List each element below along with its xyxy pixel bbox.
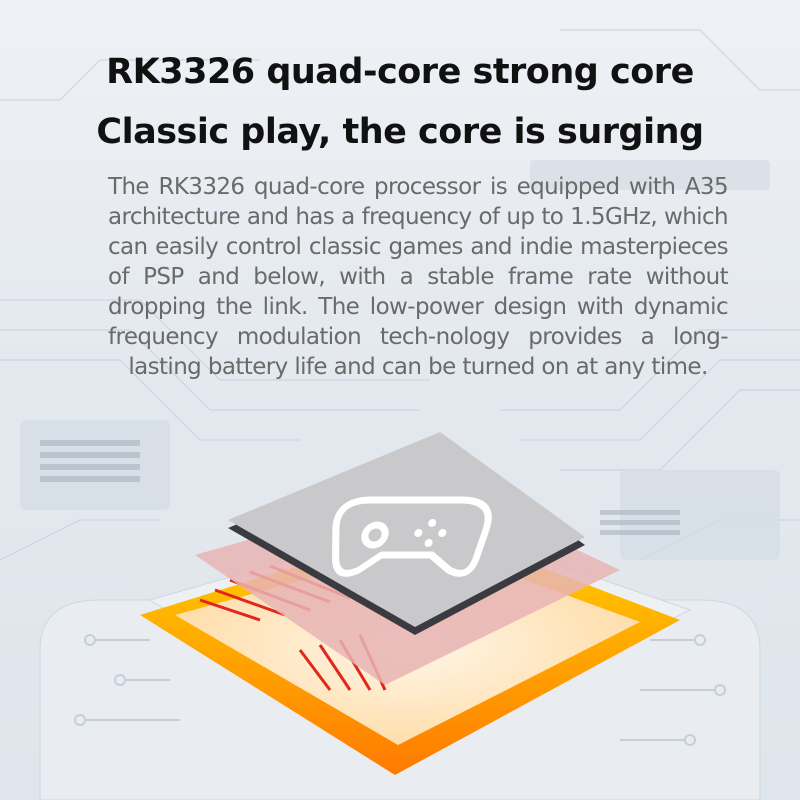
headline-line-2: Classic play, the core is surging [96, 112, 704, 152]
headline-line-1: RK3326 quad-core strong core [106, 52, 694, 92]
description-paragraph: The RK3326 quad-core processor is equipp… [108, 174, 729, 380]
gamepad-icon [332, 496, 492, 577]
